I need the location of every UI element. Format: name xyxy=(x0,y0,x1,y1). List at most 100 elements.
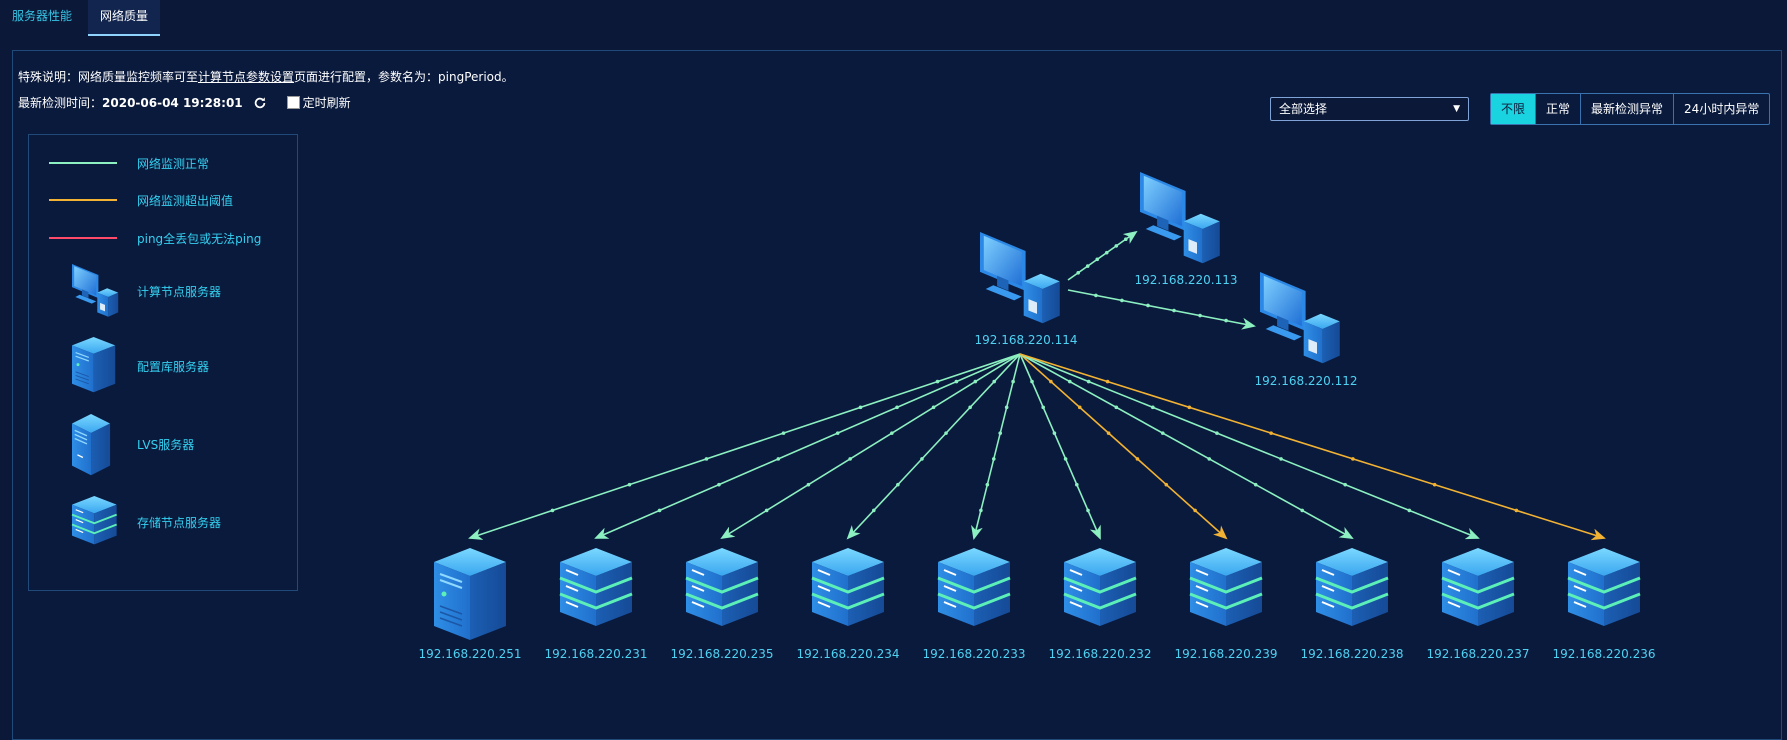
compute-server-icon[interactable] xyxy=(1140,172,1220,264)
tab-network-quality[interactable]: 网络质量 xyxy=(88,0,161,36)
filter-24h-abnormal-button[interactable]: 24小时内异常 xyxy=(1673,94,1769,124)
link-dot xyxy=(1041,405,1045,410)
link-dot xyxy=(896,482,900,487)
topology-node[interactable]: 192.168.220.233 xyxy=(922,546,1026,661)
link-dot xyxy=(858,405,863,410)
link-to-192.168.220.235 xyxy=(720,353,1021,540)
storage-server-icon[interactable] xyxy=(558,546,634,628)
storage-server-icon[interactable] xyxy=(1566,546,1642,628)
link-dot xyxy=(1086,508,1090,513)
compute-server-icon[interactable] xyxy=(980,232,1060,324)
link-dot xyxy=(895,405,899,410)
link-dot xyxy=(717,482,721,487)
link-dot xyxy=(776,457,781,461)
topology-links xyxy=(468,230,1606,541)
link-dot xyxy=(1105,379,1110,384)
link-dot xyxy=(1279,457,1283,461)
link-dot xyxy=(1114,405,1119,410)
storage-server-icon[interactable] xyxy=(936,546,1012,628)
auto-refresh-label: 定时刷新 xyxy=(302,96,351,110)
filter-all-button[interactable]: 不限 xyxy=(1491,94,1536,124)
center-node[interactable]: 192.168.220.114 xyxy=(974,232,1078,347)
link-dot xyxy=(1124,237,1128,241)
topology-node[interactable]: 192.168.220.232 xyxy=(1048,546,1152,661)
link-dot xyxy=(1011,379,1015,384)
link-dot xyxy=(848,457,852,461)
link-dot xyxy=(1207,457,1212,461)
link-dot xyxy=(1052,431,1057,435)
peer-node[interactable]: 192.168.220.112 xyxy=(1254,272,1358,388)
storage-server-icon[interactable] xyxy=(1440,546,1516,628)
legend-fail-line xyxy=(49,237,117,239)
legend-panel: 网络监测正常 网络监测超出阈值 ping全丢包或无法ping 计算节点服务器 配… xyxy=(28,134,298,591)
topology-node[interactable]: 192.168.220.231 xyxy=(544,546,648,661)
link-dot xyxy=(954,379,959,384)
tab-bar: 服务器性能 网络质量 xyxy=(0,0,161,36)
topology-node[interactable]: 192.168.220.238 xyxy=(1300,546,1404,661)
link-dot xyxy=(935,379,940,384)
config-server-icon[interactable] xyxy=(433,547,507,641)
node-ip-label: 192.168.220.239 xyxy=(1174,647,1277,661)
node-ip-label: 192.168.220.112 xyxy=(1254,374,1357,388)
link-dot xyxy=(1432,482,1437,487)
link-dot xyxy=(1085,264,1090,268)
link-dot xyxy=(806,482,811,487)
legend-compute-label: 计算节点服务器 xyxy=(137,284,222,299)
storage-server-icon[interactable] xyxy=(810,546,886,628)
link-dot xyxy=(1086,379,1091,384)
node-ip-label: 192.168.220.251 xyxy=(418,647,521,661)
link-dot xyxy=(1300,508,1304,513)
note-prefix: 特殊说明：网络质量监控频率可至 xyxy=(18,70,199,84)
note-suffix: 页面进行配置，参数名为：pingPeriod。 xyxy=(294,70,514,84)
topology-nodes: 192.168.220.114 192.168.220.113 192.168.22… xyxy=(418,172,1656,661)
link-dot xyxy=(992,379,996,384)
filter-latest-abnormal-button[interactable]: 最新检测异常 xyxy=(1580,94,1673,124)
topology-node[interactable]: 192.168.220.234 xyxy=(796,546,900,661)
topology-node[interactable]: 192.168.220.239 xyxy=(1174,546,1278,661)
link-dot xyxy=(1151,405,1155,410)
link-dot xyxy=(1114,244,1119,248)
topology-node[interactable]: 192.168.220.237 xyxy=(1426,546,1530,661)
link-dot xyxy=(944,431,948,435)
link-dot xyxy=(1095,257,1100,262)
link-dot xyxy=(1351,457,1355,461)
link-dot xyxy=(1030,379,1034,384)
peer-node[interactable]: 192.168.220.113 xyxy=(1134,172,1238,287)
node-ip-label: 192.168.220.238 xyxy=(1300,647,1403,661)
link-to-192.168.220.251 xyxy=(468,353,1021,540)
legend-fail-label: ping全丢包或无法ping xyxy=(137,231,262,246)
storage-server-icon[interactable] xyxy=(1314,546,1390,628)
link-to-192.168.220.233 xyxy=(971,353,1021,540)
tab-server-performance[interactable]: 服务器性能 xyxy=(12,9,73,23)
link-dot xyxy=(1514,508,1519,513)
link-dot xyxy=(1164,482,1169,487)
link-dot xyxy=(973,379,978,384)
compute-server-icon[interactable] xyxy=(1260,272,1340,364)
link-dot xyxy=(1198,313,1202,318)
legend-over-line xyxy=(49,199,117,201)
storage-server-icon[interactable] xyxy=(1188,546,1264,628)
link-dot xyxy=(1215,431,1219,435)
storage-server-icon[interactable] xyxy=(684,546,760,628)
node-select[interactable]: 全部选择 ▼ xyxy=(1270,97,1469,121)
node-ip-label: 192.168.220.234 xyxy=(796,647,899,661)
storage-server-icon[interactable] xyxy=(1062,546,1138,628)
auto-refresh-checkbox[interactable]: 定时刷新 xyxy=(286,94,351,111)
legend-storage-icon xyxy=(71,495,118,546)
topology-node[interactable]: 192.168.220.235 xyxy=(670,546,774,661)
checkbox-box[interactable] xyxy=(286,96,300,109)
link-dot xyxy=(1063,457,1068,461)
topology-node[interactable]: 192.168.220.251 xyxy=(418,547,522,661)
node-ip-label: 192.168.220.233 xyxy=(922,647,1025,661)
legend-normal-line xyxy=(49,162,117,164)
link-dot xyxy=(1343,482,1347,487)
link-dot xyxy=(979,508,983,513)
link-dot xyxy=(657,508,662,513)
compute-node-settings-link[interactable]: 计算节点参数设置 xyxy=(198,70,295,84)
refresh-icon[interactable] xyxy=(253,96,267,110)
node-ip-label: 192.168.220.113 xyxy=(1134,273,1237,287)
link-dot xyxy=(1106,431,1111,435)
topology-node[interactable]: 192.168.220.236 xyxy=(1552,546,1656,661)
node-ip-label: 192.168.220.237 xyxy=(1426,647,1529,661)
filter-normal-button[interactable]: 正常 xyxy=(1535,94,1580,124)
